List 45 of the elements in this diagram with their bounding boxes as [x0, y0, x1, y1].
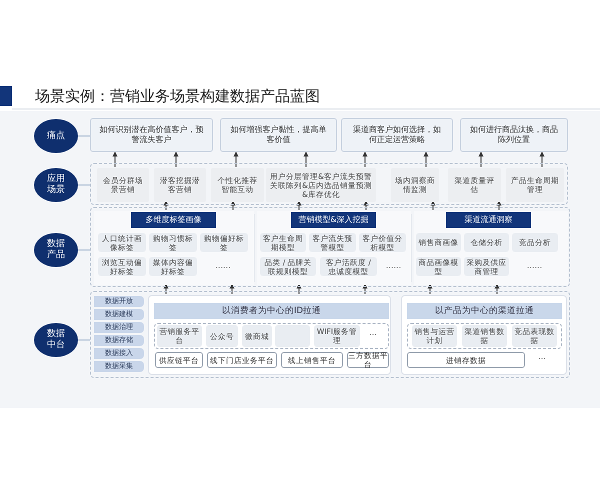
dashed-container	[90, 207, 570, 287]
ellipsis-text: ......	[526, 261, 544, 270]
section-header: 多维度标签画像	[131, 212, 216, 228]
arrow	[296, 284, 302, 294]
card-header-bar: 以产品为中心的渠道拉通	[407, 303, 562, 319]
platform-card	[401, 295, 567, 375]
pain-point-box: 如何识别潜在高价值客户，预警流失客户	[90, 118, 213, 152]
arrow	[362, 152, 368, 168]
arrow	[164, 200, 168, 210]
ellipsis-text: ......	[384, 261, 402, 270]
arrow	[296, 200, 302, 210]
arrow	[174, 152, 178, 168]
arrow	[540, 152, 544, 168]
arrow	[164, 284, 168, 294]
pain-point-box: 如何进行商品汰换，商品陈列位置	[460, 118, 568, 152]
connector-line	[78, 184, 90, 186]
card-header-bar: 以消费者为中心的ID拉通	[154, 303, 389, 319]
section-panel	[257, 211, 411, 285]
section-header: 渠道流通洞察	[446, 212, 531, 228]
title: 场景实例：营销业务场景构建数据产品蓝图	[35, 87, 320, 106]
arrow	[230, 200, 236, 210]
pain-point-box: 如何增强客户黏性，提高单客价值	[220, 118, 337, 152]
arrow	[304, 152, 308, 168]
dashed-container	[90, 291, 570, 378]
arrow	[428, 284, 432, 294]
section-panel	[414, 211, 568, 285]
source-box	[275, 325, 310, 347]
arrow	[234, 152, 238, 168]
arrow	[230, 284, 234, 294]
ellipsis-text: ......	[214, 261, 232, 270]
arrow	[478, 152, 484, 168]
section-header: 营销模型&深入挖掘	[291, 212, 376, 228]
arrow	[496, 200, 502, 210]
platform-card	[148, 295, 391, 375]
arrow	[424, 152, 428, 168]
arrow	[112, 152, 118, 168]
arrow	[430, 200, 436, 210]
arrow	[362, 284, 368, 294]
ellipsis-text: ...	[368, 328, 378, 337]
section-panel	[94, 211, 254, 285]
arrow	[364, 200, 368, 210]
pain-point-box: 渠道商客户如何选择，如何正定运营策略	[341, 118, 453, 152]
arrow	[494, 284, 500, 294]
ellipsis-text: ...	[537, 352, 547, 361]
dashed-container	[90, 163, 568, 205]
